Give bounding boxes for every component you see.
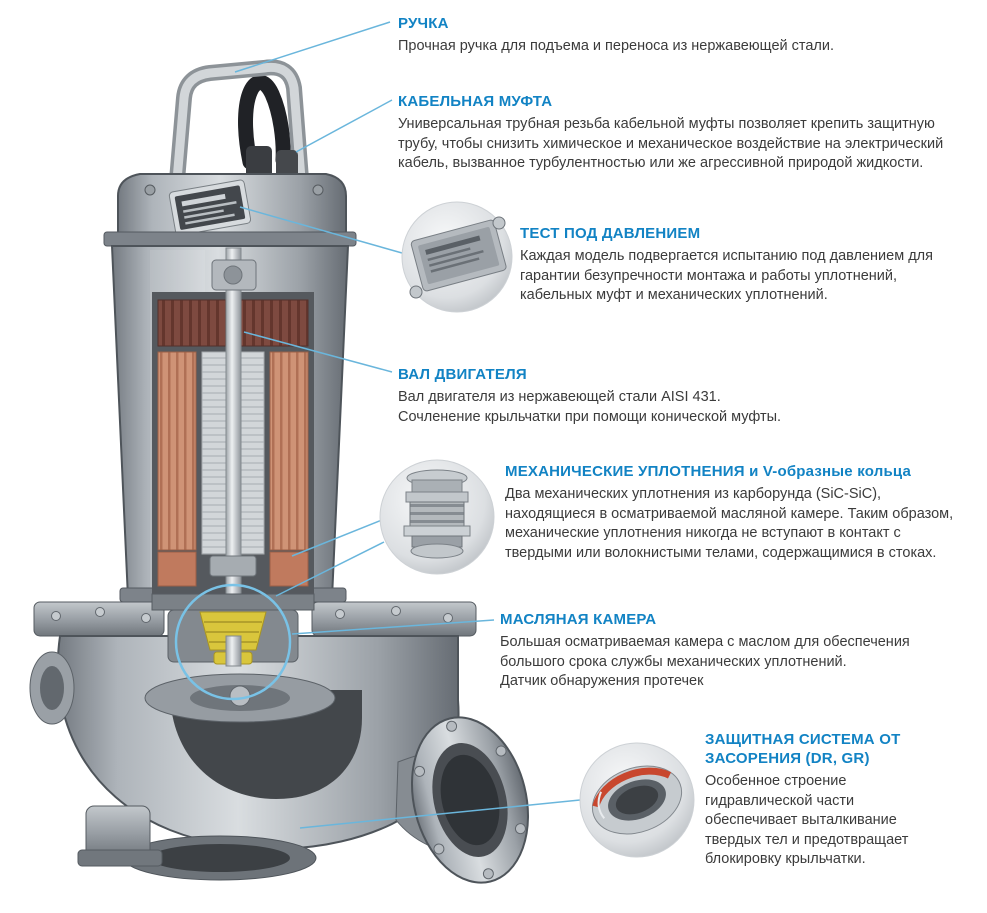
motor-interior-cutaway (152, 247, 314, 653)
callout-title: МАСЛЯНАЯ КАМЕРА (500, 611, 657, 628)
callout-mechanical-seals: МЕХАНИЧЕСКИЕ УПЛОТНЕНИЯ и V-образные кол… (505, 462, 957, 563)
callout-oil-chamber: МАСЛЯНАЯ КАМЕРА Большая осматриваемая ка… (500, 610, 960, 692)
callout-title: ТЕСТ ПОД ДАВЛЕНИЕМ (520, 225, 701, 242)
callout-title: МЕХАНИЧЕСКИЕ УПЛОТНЕНИЯ и V-образные кол… (505, 463, 912, 480)
callout-body: Особенное строение гидравлической части … (705, 773, 909, 867)
callout-body: Большая осматриваемая камера с маслом дл… (500, 634, 910, 689)
nameplate (168, 179, 252, 236)
discharge-flange (410, 716, 530, 884)
oil-chamber-callout-line (291, 619, 495, 635)
motor-shaft-part (225, 247, 242, 653)
callout-title: ВАЛ ДВИГАТЕЛЯ (398, 366, 527, 383)
callout-body: Прочная ручка для подъема и переноса из … (398, 38, 835, 54)
callout-title: ЗАЩИТНАЯ СИСТЕМА ОТ ЗАСОРЕНИЯ (DR, GR) (705, 731, 901, 767)
top-cap (117, 146, 347, 239)
pump-cutaway-illustration (29, 59, 530, 884)
cable-gland-callout-line (295, 99, 393, 153)
stator-coil-right (269, 351, 309, 551)
callout-anti-clog: ЗАЩИТНАЯ СИСТЕМА ОТ ЗАСОРЕНИЯ (DR, GR) О… (705, 730, 945, 870)
callout-body: Универсальная трубная резьба кабельной м… (398, 116, 944, 171)
pressure-test-callout-line (239, 206, 403, 254)
volute-casing (29, 635, 530, 884)
callout-body: Каждая модель подвергается испытанию под… (520, 248, 933, 303)
callout-lines (234, 21, 581, 829)
oil-chamber (151, 593, 315, 667)
callout-title: РУЧКА (398, 15, 449, 32)
stator-coil-left (157, 351, 197, 551)
callout-handle: РУЧКА Прочная ручка для подъема и перено… (398, 14, 958, 57)
callout-title: КАБЕЛЬНАЯ МУФТА (398, 93, 553, 110)
volute-flange (33, 601, 477, 637)
handle-callout-line (234, 21, 391, 73)
pressure-test-inset-photo (401, 201, 513, 313)
oil-chamber-highlight-circle (174, 583, 292, 701)
power-cable (238, 75, 291, 170)
anti-clog-inset-photo (579, 742, 695, 858)
callout-pressure-test: ТЕСТ ПОД ДАВЛЕНИЕМ Каждая модель подверг… (520, 224, 962, 306)
motor-shaft-callout-line (243, 331, 393, 373)
anti-clog-callout-line (299, 799, 581, 829)
mechanical-seals-inset-photo (379, 459, 495, 575)
mech-seal-callout-line-2 (275, 541, 385, 597)
mech-seal-callout-line-1 (291, 519, 383, 557)
callout-cable-gland: КАБЕЛЬНАЯ МУФТА Универсальная трубная ре… (398, 92, 953, 174)
callout-body: Два механических уплотнения из карборунд… (505, 486, 954, 561)
callout-body: Вал двигателя из нержавеющей стали AISI … (398, 389, 782, 425)
callout-motor-shaft: ВАЛ ДВИГАТЕЛЯ Вал двигателя из нержавеющ… (398, 365, 968, 427)
